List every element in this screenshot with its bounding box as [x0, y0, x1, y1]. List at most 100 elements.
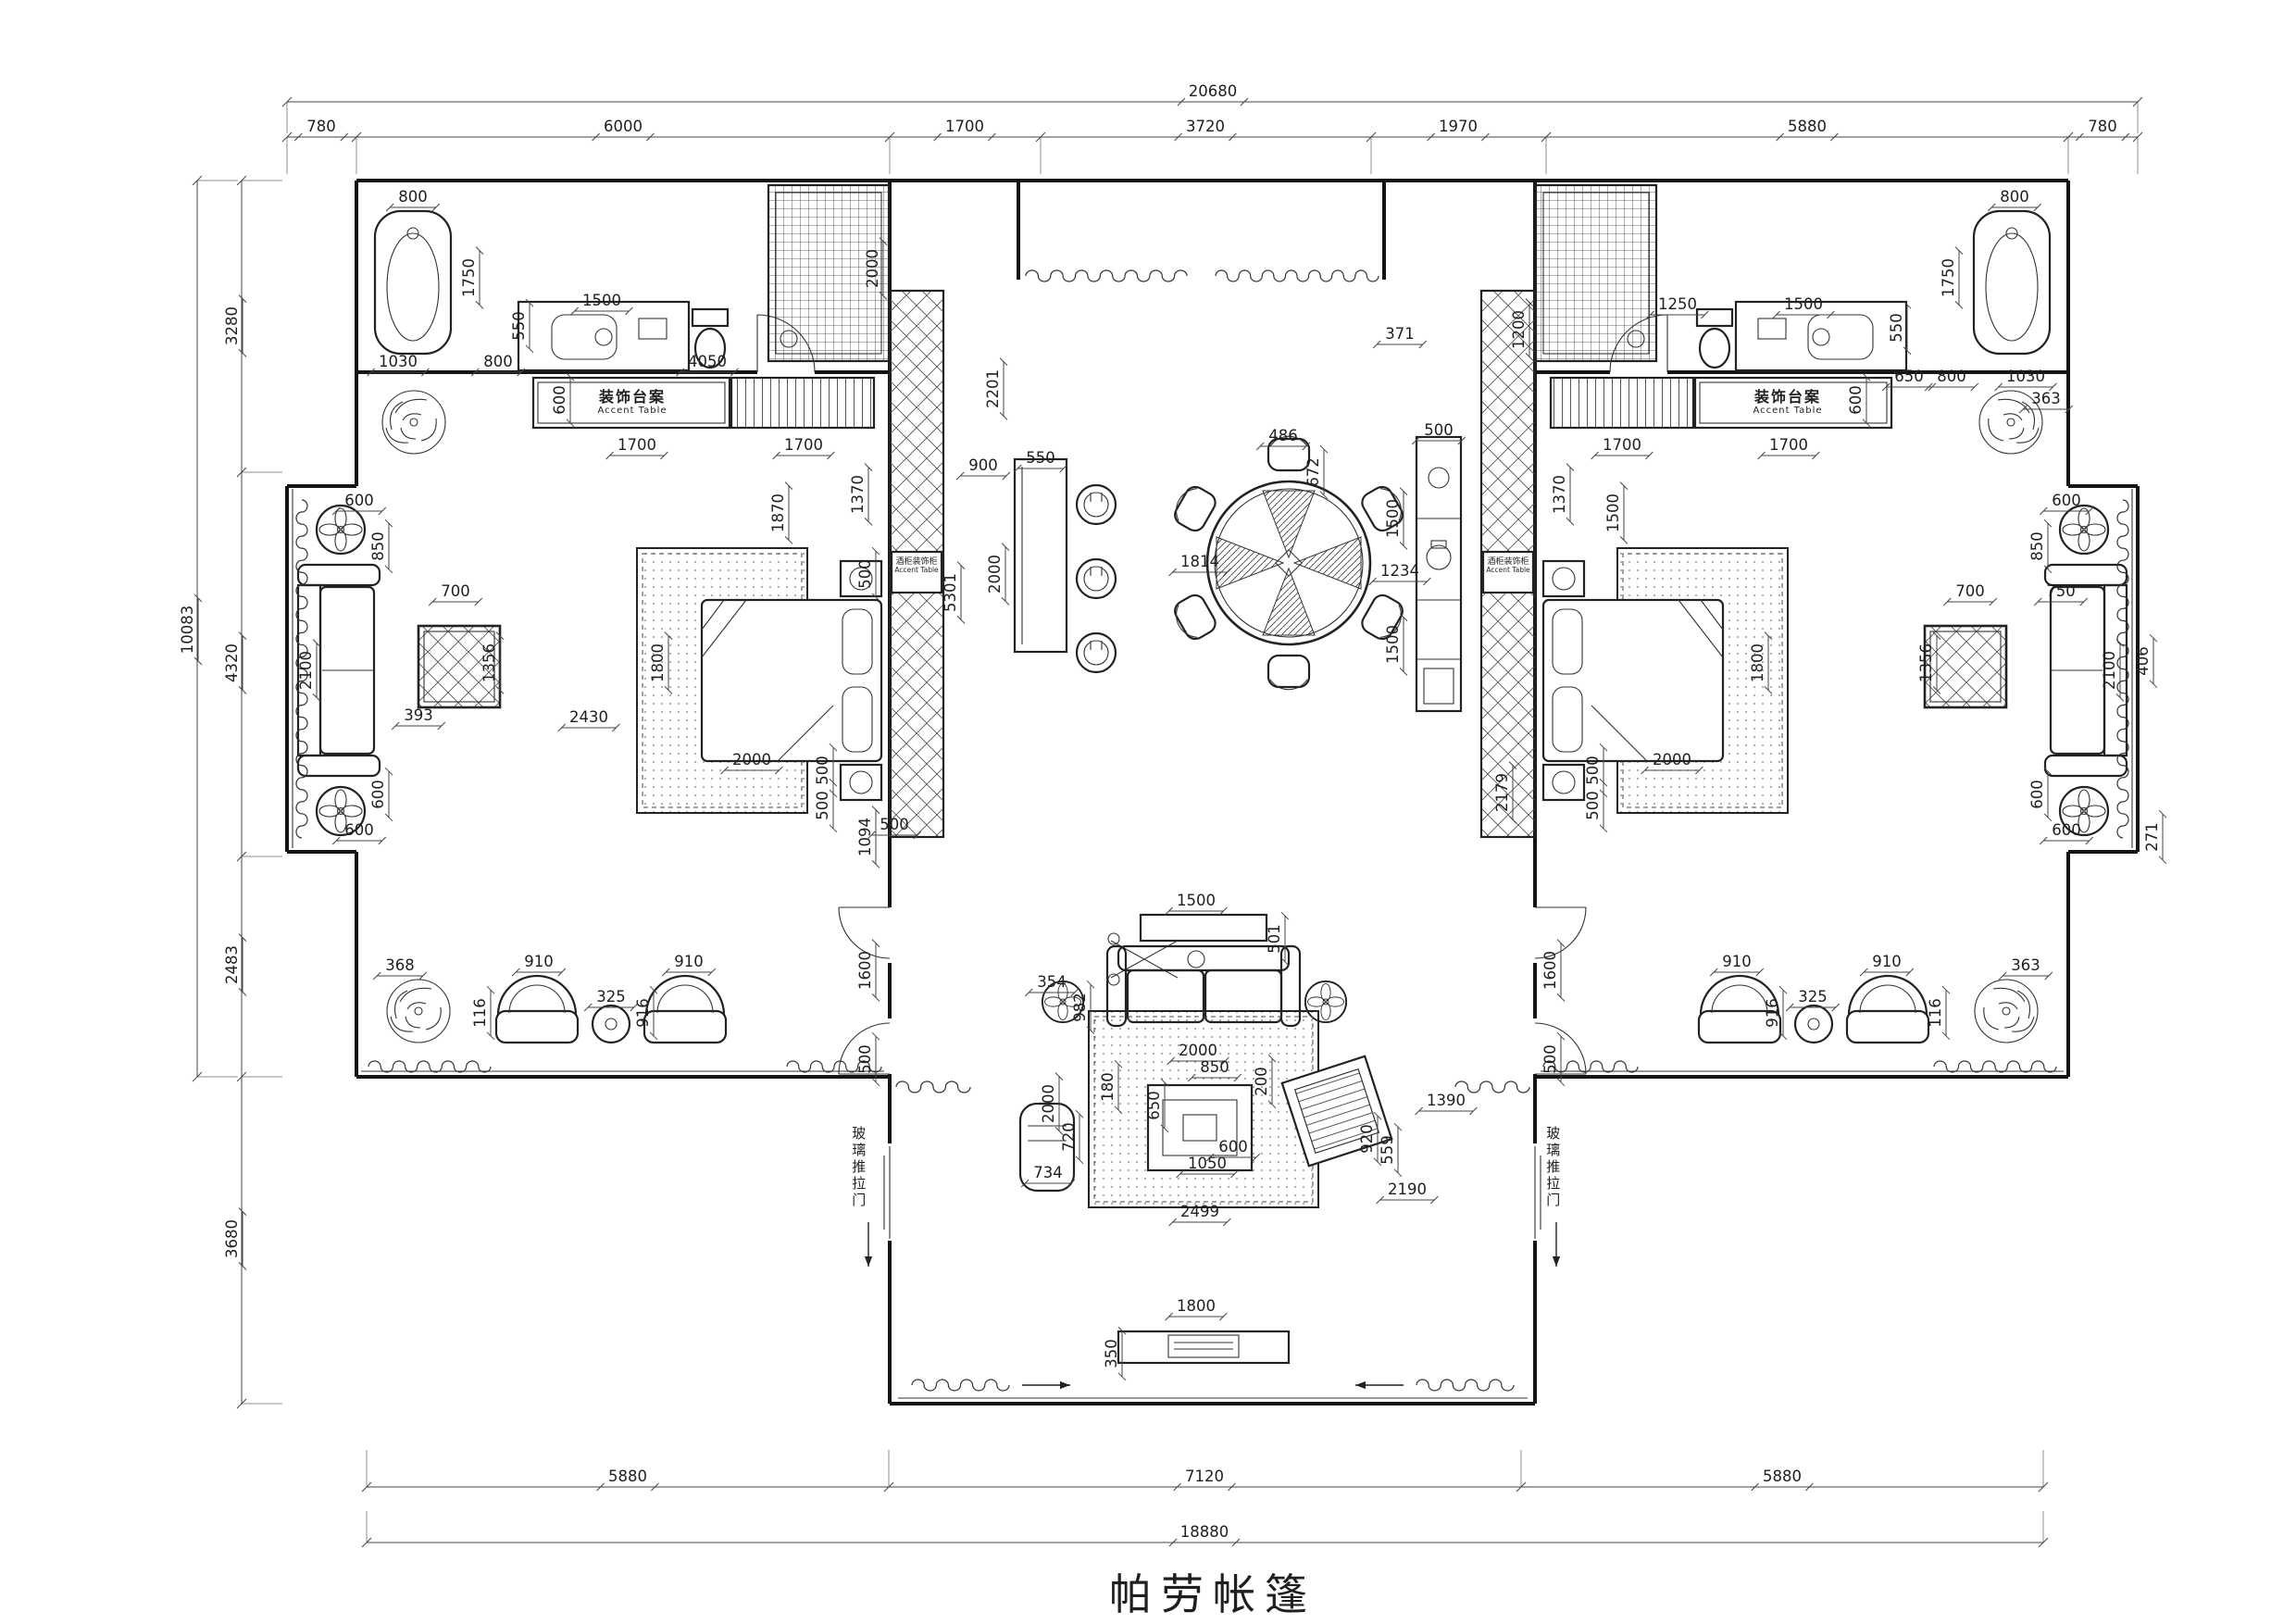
accent-table-label-en: Accent Table [1753, 406, 1823, 417]
dimension-2000: 2000 [1167, 1042, 1229, 1066]
svg-text:650: 650 [1145, 1091, 1163, 1120]
accent-table-label-right: 装饰台案 Accent Table [1709, 388, 1866, 417]
dimension-1370: 1370 [849, 463, 873, 526]
dimension-734: 734 [1020, 1164, 1076, 1188]
drawing-title: 帕劳帐篷 [1109, 1569, 1316, 1619]
svg-text:1030: 1030 [379, 353, 418, 370]
svg-text:920: 920 [1358, 1124, 1376, 1154]
svg-text:780: 780 [2088, 118, 2117, 135]
dimension-1600: 1600 [856, 939, 880, 1002]
dimension-800: 800 [1987, 188, 2042, 212]
svg-text:1094: 1094 [856, 818, 874, 856]
dimension-371: 371 [1372, 325, 1428, 349]
svg-text:800: 800 [483, 353, 513, 370]
svg-text:500: 500 [856, 559, 874, 589]
dimension-1500: 1500 [1165, 892, 1228, 916]
console-table [1139, 913, 1268, 943]
dimension-1234: 1234 [1368, 562, 1431, 586]
svg-text:5880: 5880 [1788, 118, 1827, 135]
dimension-800: 800 [385, 188, 441, 212]
dimension-1356: 1356 [480, 631, 505, 694]
svg-text:910: 910 [1722, 953, 1752, 970]
svg-text:325: 325 [1798, 988, 1828, 1006]
dimension-700: 700 [1942, 582, 1998, 606]
svg-text:2179: 2179 [1493, 773, 1511, 812]
svg-text:10083: 10083 [179, 606, 196, 655]
svg-text:600: 600 [369, 780, 387, 809]
dimension-3680: 3680 [223, 1207, 247, 1270]
svg-text:1870: 1870 [769, 493, 787, 532]
svg-text:600: 600 [551, 385, 568, 415]
dimension-500: 500 [856, 546, 880, 602]
dimension-6000: 6000 [592, 118, 655, 142]
svg-text:1700: 1700 [618, 436, 656, 454]
dimension-500: 500 [1584, 778, 1608, 833]
dimension-1356: 1356 [1917, 631, 1941, 694]
svg-text:600: 600 [2052, 492, 2081, 509]
svg-text:850: 850 [1200, 1058, 1229, 1076]
dimension-1700: 1700 [605, 436, 668, 460]
svg-text:2000: 2000 [1040, 1084, 1057, 1123]
svg-text:271: 271 [2143, 822, 2161, 852]
svg-text:1250: 1250 [1658, 295, 1697, 313]
dimension-1500: 1500 [1604, 481, 1628, 544]
dimension-406: 406 [2134, 633, 2158, 689]
dining-chair [1167, 590, 1220, 645]
dimension-2179: 2179 [1493, 761, 1517, 824]
dimension-3280: 3280 [223, 294, 247, 357]
dimension-1750: 1750 [1940, 246, 1964, 309]
svg-text:486: 486 [1268, 427, 1298, 444]
wine-cabinet-label-left: 酒柜装饰柜 Accent Table [892, 557, 942, 575]
dimension-550: 550 [510, 298, 534, 354]
svg-text:550: 550 [510, 311, 528, 341]
altar-console [1117, 1330, 1291, 1365]
wine-cabinet-label-cn: 酒柜装饰柜 [895, 557, 938, 567]
svg-text:1750: 1750 [1940, 258, 1957, 297]
svg-text:1600: 1600 [856, 951, 874, 990]
svg-text:600: 600 [344, 492, 374, 509]
dimension-750: 750 [2033, 582, 2089, 606]
svg-text:600: 600 [2052, 821, 2081, 839]
svg-text:550: 550 [1026, 449, 1055, 467]
dimension-363: 363 [2018, 390, 2074, 414]
svg-text:500: 500 [1584, 756, 1602, 785]
svg-text:1356: 1356 [480, 643, 498, 682]
dimension-1030: 1030 [1994, 368, 2057, 392]
svg-text:4320: 4320 [223, 643, 241, 682]
dimension-4320: 4320 [223, 631, 247, 694]
svg-text:20680: 20680 [1189, 82, 1238, 100]
dimension-650: 650 [1145, 1078, 1169, 1133]
dimension-1814: 1814 [1168, 553, 1231, 577]
dimension-116: 116 [1927, 985, 1951, 1041]
dimension-2100: 2100 [2101, 639, 2125, 702]
dimension-1500: 1500 [1772, 295, 1835, 319]
center-zone [883, 179, 1546, 1405]
dimension-600: 600 [331, 821, 387, 845]
dimension-5880: 5880 [1751, 1468, 1814, 1492]
svg-text:1800: 1800 [1177, 1297, 1216, 1315]
dimension-910: 910 [661, 953, 717, 977]
svg-text:1500: 1500 [1177, 892, 1216, 909]
svg-text:3720: 3720 [1186, 118, 1225, 135]
dimension-982: 982 [1071, 980, 1095, 1035]
wall-squiggles [295, 269, 2129, 1392]
wine-cabinet-label-en: Accent Table [894, 566, 939, 575]
dimension-501: 501 [1266, 911, 1290, 967]
svg-text:393: 393 [404, 706, 433, 724]
svg-text:1750: 1750 [460, 258, 478, 297]
svg-text:910: 910 [1872, 953, 1902, 970]
dimension-920: 920 [1358, 1111, 1382, 1167]
svg-text:1370: 1370 [1551, 475, 1568, 514]
dimension-2000: 2000 [1040, 1072, 1064, 1135]
svg-text:2201: 2201 [984, 369, 1002, 408]
dimension-916: 916 [1764, 985, 1788, 1041]
svg-text:982: 982 [1071, 993, 1089, 1022]
dimension-10083: 10083 [179, 593, 203, 666]
sideboard [1013, 457, 1068, 654]
dimension-650: 650 [1881, 368, 1937, 392]
dimension-600: 600 [369, 767, 393, 822]
svg-text:916: 916 [634, 998, 652, 1028]
stove-unit [1280, 1055, 1393, 1168]
svg-text:2190: 2190 [1388, 1181, 1427, 1198]
